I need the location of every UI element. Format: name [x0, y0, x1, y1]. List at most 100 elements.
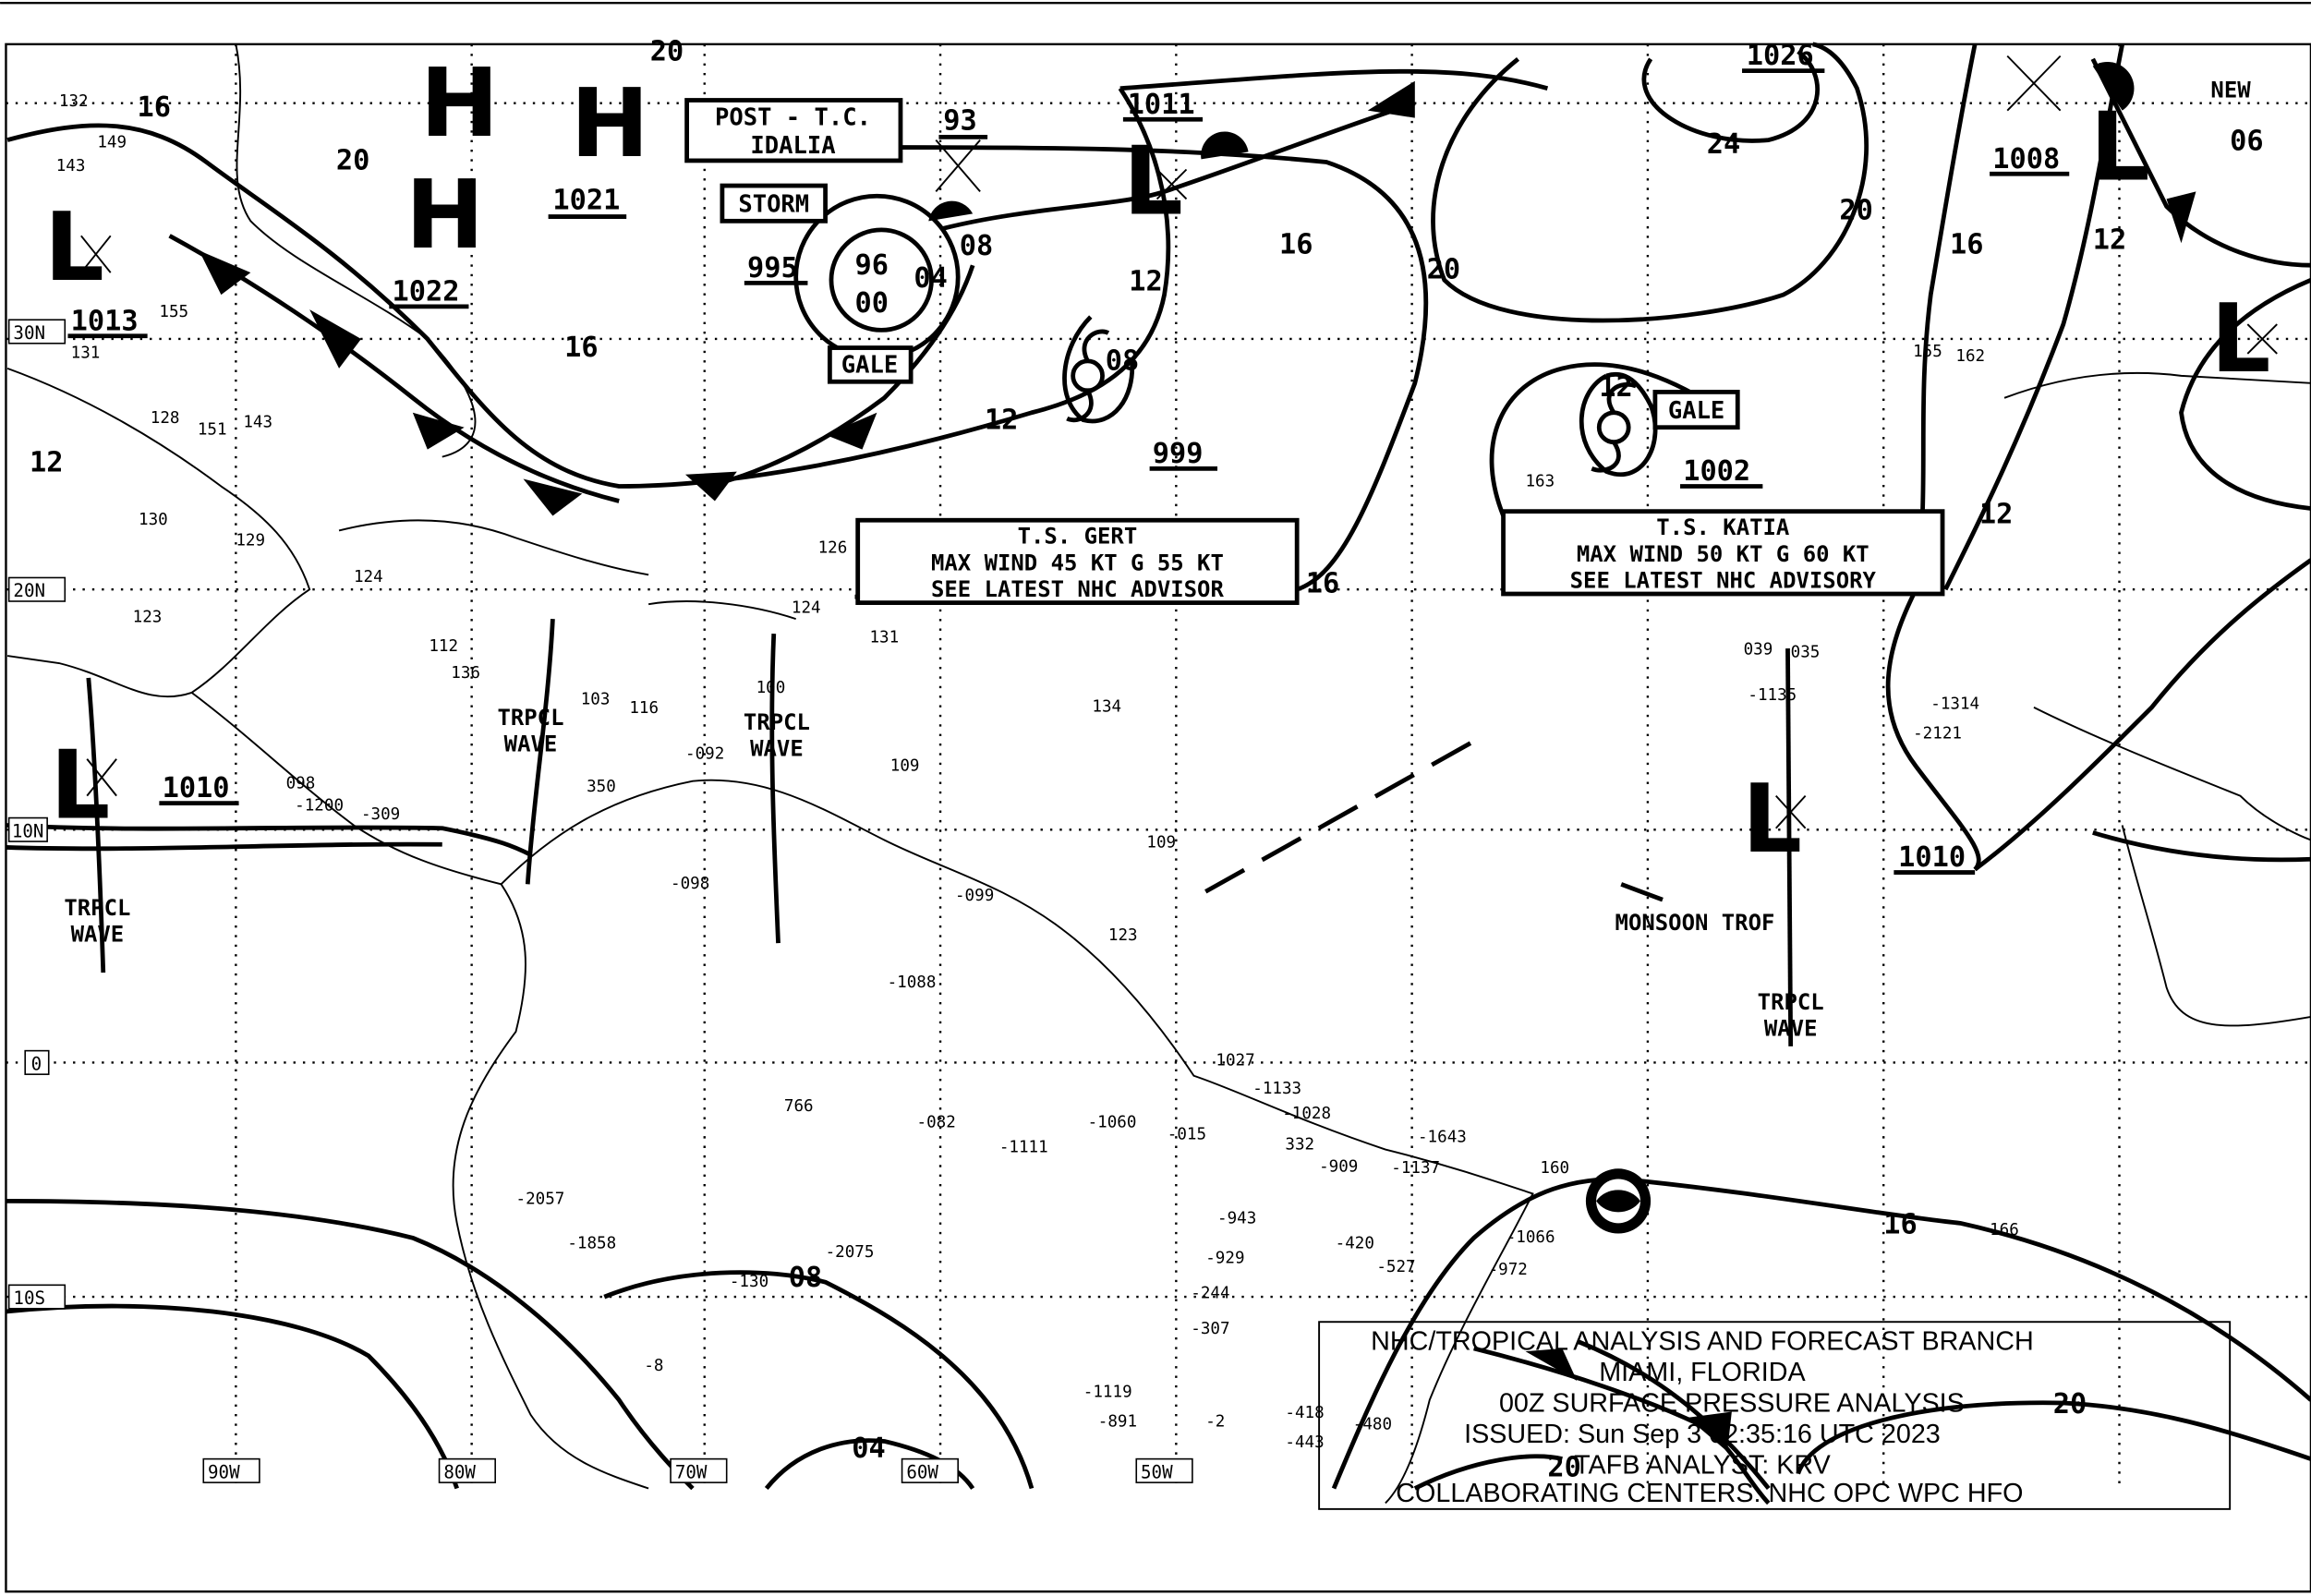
station-value: -8	[644, 1357, 663, 1375]
station-value: -929	[1205, 1249, 1244, 1267]
station-value: -307	[1191, 1320, 1229, 1338]
monsoon-trough-label: MONSOON TROF	[1615, 910, 1775, 936]
station-value: 162	[1955, 347, 1985, 366]
station-value: 155	[159, 303, 188, 321]
isobar-label: 12	[1979, 498, 2013, 530]
station-value: 039	[1744, 640, 1773, 659]
isobar-label: 16	[137, 91, 170, 124]
station-value: 124	[792, 599, 821, 618]
isobar-label: 20	[2053, 1388, 2087, 1421]
station-value: -1643	[1418, 1129, 1467, 1147]
station-value: 126	[818, 538, 848, 557]
isobar-label: 16	[564, 332, 598, 364]
pressure-value: 1002	[1683, 455, 1750, 488]
tropical-wave-label: TRPCL	[744, 709, 810, 735]
pressure-value: 96	[855, 249, 889, 282]
station-value: 143	[243, 414, 272, 432]
longitude-label: 80W	[443, 1461, 476, 1482]
storm-warning-box: STORM	[720, 183, 828, 224]
max-wind: MAX WIND 45 KT G 55 KT	[931, 550, 1224, 575]
noaa-logo	[1585, 1168, 1652, 1234]
isobar-label: 20	[1427, 254, 1460, 286]
isobar-label: 08	[1106, 345, 1139, 377]
station-value: 143	[56, 157, 86, 175]
isobar-label: 08	[960, 230, 993, 262]
warning-label: GALE	[1668, 397, 1724, 425]
station-value: -1111	[999, 1139, 1048, 1157]
tropical-wave-label: WAVE	[1764, 1016, 1818, 1042]
gale-warning-box: GALE	[1652, 390, 1740, 430]
pressure-value: 1022	[392, 275, 459, 308]
station-value: -443	[1285, 1433, 1324, 1452]
coastlines	[6, 43, 2311, 1505]
feature-labels: TRPCL WAVE TRPCL WAVE TRPCL WAVE TRPCL W…	[64, 77, 2251, 1041]
tropical-wave-label: TRPCL	[1758, 989, 1824, 1015]
station-value: 109	[1146, 833, 1176, 852]
high-pressure-symbol: H	[405, 161, 484, 271]
pressure-value: 1008	[1992, 143, 2060, 175]
latitude-label: 30N	[13, 322, 45, 344]
station-value: -1314	[1930, 695, 1979, 713]
station-value: -082	[917, 1114, 956, 1132]
isobar-label: 12	[1129, 265, 1162, 297]
station-value: -2121	[1913, 724, 1962, 743]
station-value: -2	[1205, 1413, 1225, 1432]
isobar-label: 20	[650, 35, 684, 67]
isobar-label: 06	[2230, 126, 2263, 158]
issued-time: ISSUED: Sun Sep 3 02:35:16 UTC 2023	[1464, 1420, 1941, 1449]
storm-name: IDALIA	[750, 132, 835, 160]
isobar-label: 16	[1950, 228, 1983, 260]
latitude-label: 0	[31, 1053, 42, 1074]
tropical-wave-label: WAVE	[750, 736, 804, 762]
isobar-label: 20	[336, 144, 369, 176]
isobar-label: 08	[789, 1262, 822, 1294]
pressure-value: 1011	[1128, 89, 1195, 121]
station-value: 160	[1540, 1159, 1569, 1178]
analysis-type: 00Z SURFACE PRESSURE ANALYSIS	[1499, 1389, 1965, 1419]
pressure-value: 999	[1153, 438, 1204, 470]
tropical-waves	[86, 619, 1794, 1046]
katia-advisory-box: T.S. KATIA MAX WIND 50 KT G 60 KT SEE LA…	[1501, 509, 1945, 597]
station-value: -1137	[1391, 1159, 1440, 1178]
low-pressure-symbol: L	[50, 732, 110, 841]
station-value: -098	[671, 875, 709, 893]
station-value: 766	[784, 1097, 814, 1116]
station-value: 112	[429, 637, 458, 656]
pressure-systems: H H H L L L L L L	[44, 49, 2278, 875]
tropical-wave-label: WAVE	[504, 732, 558, 757]
title-block: NHC/TROPICAL ANALYSIS AND FORECAST BRANC…	[1318, 1321, 2232, 1510]
station-value: 151	[198, 421, 227, 440]
isobar-label: 16	[1883, 1208, 1917, 1240]
storm-name: T.S. KATIA	[1656, 514, 1790, 540]
tropical-wave-label: TRPCL	[64, 895, 130, 921]
station-value: -309	[361, 805, 400, 824]
isobar-label: 16	[1279, 228, 1313, 260]
station-value: 124	[354, 568, 383, 586]
collaborating-centers: COLLABORATING CENTERS: NHC OPC WPC HFO	[1396, 1479, 2023, 1508]
pressure-value: 00	[855, 287, 889, 320]
station-value: -480	[1353, 1416, 1392, 1434]
station-value: 332	[1285, 1136, 1314, 1155]
location: MIAMI, FLORIDA	[1599, 1358, 1806, 1387]
station-value: -092	[685, 745, 724, 764]
pressure-value: 1010	[163, 772, 230, 804]
station-value: -527	[1376, 1258, 1415, 1276]
isobar-labels: 20 16 20 16 12 12 16 20 20 16 12 12 16 1…	[30, 35, 2264, 1483]
tropical-wave-label: TRPCL	[497, 705, 563, 731]
station-value: -420	[1336, 1234, 1374, 1252]
tropical-wave-label: WAVE	[71, 922, 125, 948]
latitude-label: 10S	[13, 1288, 45, 1309]
pressure-value: 1026	[1747, 40, 1814, 72]
pressure-value: 1021	[552, 185, 620, 217]
pressure-value: 995	[747, 252, 798, 284]
low-pressure-symbol: L	[1742, 765, 1802, 875]
low-pressure-symbol: L	[44, 193, 104, 303]
longitude-labels: 90W 80W 70W 60W 50W	[202, 1457, 1193, 1483]
low-pressure-symbol: L	[2090, 93, 2150, 203]
station-value: -1088	[888, 973, 937, 992]
latitude-label: 20N	[13, 580, 45, 601]
station-value: -015	[1168, 1125, 1206, 1143]
latitude-label: 10N	[12, 820, 44, 841]
longitude-label: 70W	[675, 1461, 708, 1482]
